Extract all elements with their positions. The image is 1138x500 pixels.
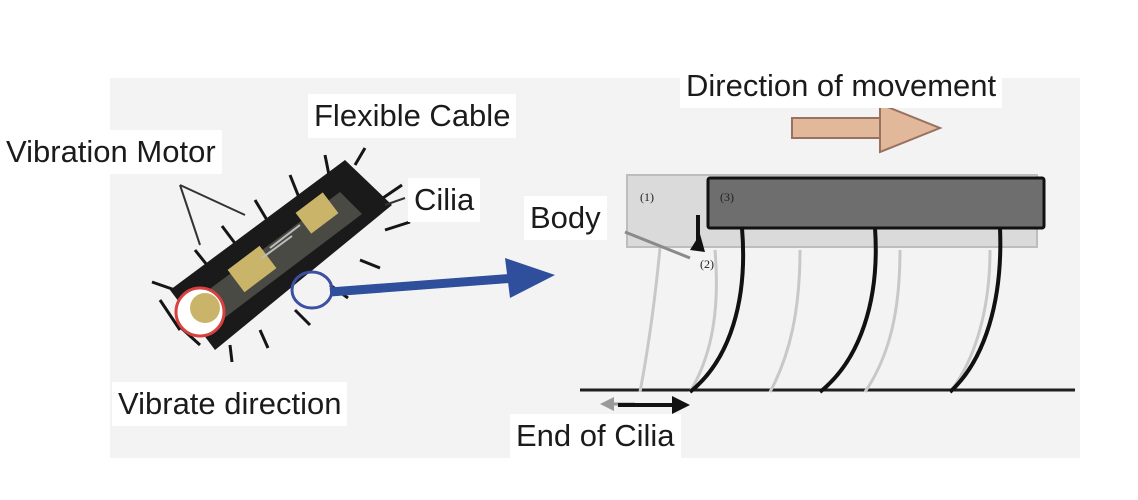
body-pointer [624, 230, 691, 260]
movement-arrow [791, 102, 943, 154]
marker-2: (2) [700, 257, 714, 271]
marker-1: (1) [640, 190, 654, 204]
vibration-motor-pointer [179, 184, 246, 246]
end-of-cilia-arrows [600, 396, 690, 414]
motor-segment [295, 192, 339, 234]
label-direction-of-movement: Direction of movement [680, 64, 1003, 108]
active-body [706, 176, 1046, 230]
label-vibration-motor: Vibration Motor [0, 130, 222, 174]
flexible-cable-line [261, 224, 301, 259]
label-vibrate-direction: Vibrate direction [112, 382, 348, 426]
robot-illustration [151, 147, 411, 363]
cilia-ghost-group [638, 247, 992, 393]
label-body: Body [524, 196, 607, 240]
cilia-active-group [688, 227, 1003, 394]
cilia-pointer [384, 197, 406, 206]
label-flexible-cable: Flexible Cable [308, 94, 517, 138]
detail-arrow [329, 258, 555, 298]
motor-end-cap [190, 293, 220, 323]
label-cilia: Cilia [408, 178, 481, 222]
label-end-of-cilia: End of Cilia [510, 414, 681, 458]
marker-3: (3) [720, 190, 734, 204]
detail-magnifier [290, 270, 334, 310]
